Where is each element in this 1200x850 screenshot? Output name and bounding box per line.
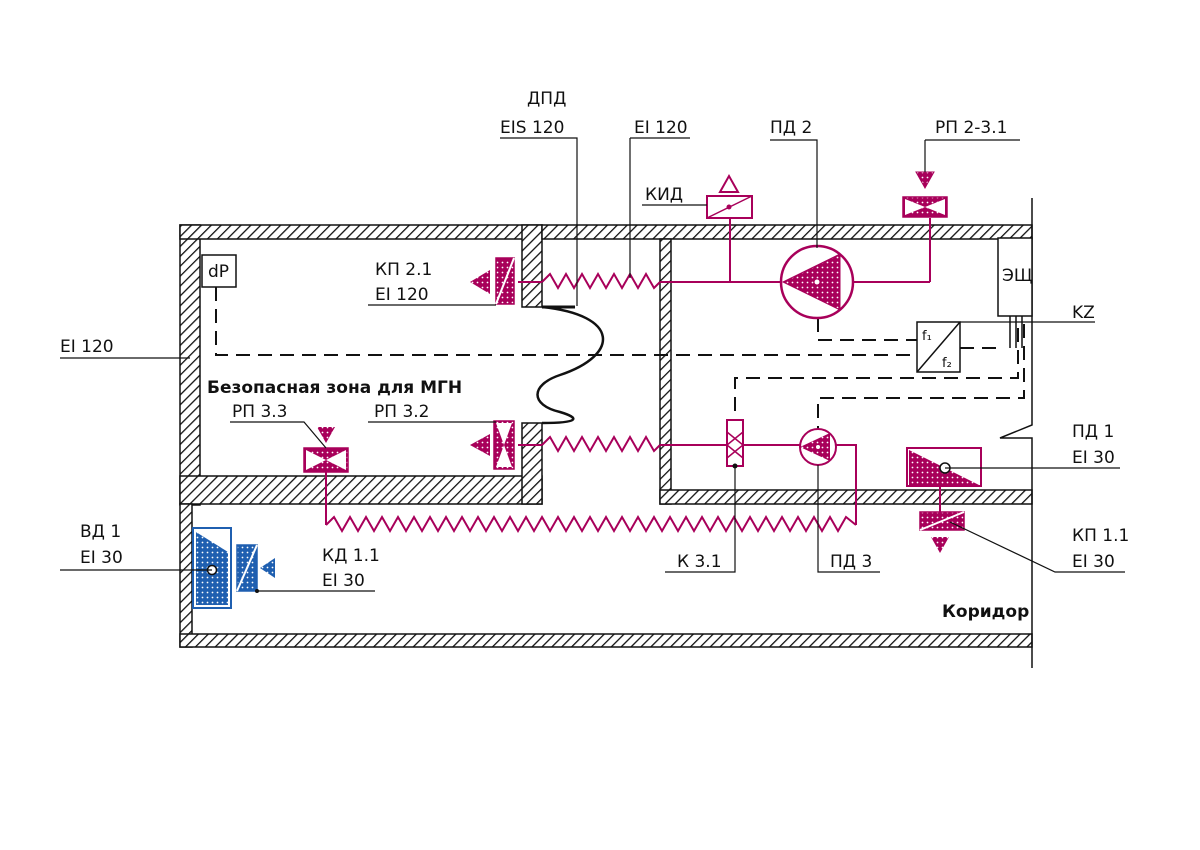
label-ei120-kp21: EI 120 (375, 285, 429, 305)
label-dpd: ДПД (527, 89, 566, 109)
pd3-fan (799, 428, 837, 466)
label-pd2: ПД 2 (770, 118, 812, 138)
label-corridor: Коридор (942, 602, 1029, 622)
rp32-damper (470, 420, 515, 470)
label-kz: KZ (1072, 303, 1095, 323)
label-k31: К 3.1 (677, 552, 722, 572)
kp11-valve (919, 511, 965, 553)
label-kp11: КП 1.1 (1072, 526, 1129, 546)
rp2-damper (902, 171, 948, 218)
dp-sensor (201, 254, 237, 288)
label-ei30-vd1: EI 30 (80, 548, 123, 568)
door-arc (536, 305, 604, 425)
label-pd3: ПД 3 (830, 552, 872, 572)
f2-label: f₂ (942, 356, 952, 371)
pd2-fan (779, 244, 855, 320)
kp21-valve (470, 257, 515, 305)
label-ei30-pd1: EI 30 (1072, 448, 1115, 468)
kd11-valve (236, 544, 275, 593)
walls (179, 224, 1033, 648)
label-rp2-31: РП 2-3.1 (935, 118, 1007, 138)
vd1-fan (192, 527, 232, 609)
label-pd1: ПД 1 (1072, 422, 1114, 442)
label-ei120-left: EI 120 (60, 337, 114, 357)
label-ei30-kd11: EI 30 (322, 571, 365, 591)
label-kp21: КП 2.1 (375, 260, 432, 280)
rp33-damper (303, 427, 349, 473)
label-kd11: КД 1.1 (322, 546, 380, 566)
label-ei30-kp11: EI 30 (1072, 552, 1115, 572)
leader-lines (60, 137, 1125, 592)
ducts (325, 218, 941, 534)
k31-valve (725, 419, 745, 469)
label-rp33: РП 3.3 (232, 402, 287, 422)
kid-device (706, 173, 753, 219)
label-safe-zone: Безопасная зона для МГН (207, 378, 462, 398)
eshch-panel (997, 237, 1033, 317)
frequency-converter: f₁ f₂ (916, 321, 961, 373)
label-rp32: РП 3.2 (374, 402, 429, 422)
eshch-label: ЭЩ (1002, 266, 1032, 286)
control-lines (215, 287, 1025, 440)
dp-label: dP (208, 262, 229, 282)
label-vd1: ВД 1 (80, 522, 121, 542)
f1-label: f₁ (922, 329, 932, 344)
pd1-fan (906, 447, 982, 487)
break-line (999, 198, 1033, 668)
label-eis120: EIS 120 (500, 118, 564, 138)
text-labels: ДПД EIS 120 EI 120 ПД 2 РП 2-3.1 КИД КП … (60, 89, 1129, 622)
label-kid: КИД (645, 185, 683, 205)
label-ei120-top: EI 120 (634, 118, 688, 138)
